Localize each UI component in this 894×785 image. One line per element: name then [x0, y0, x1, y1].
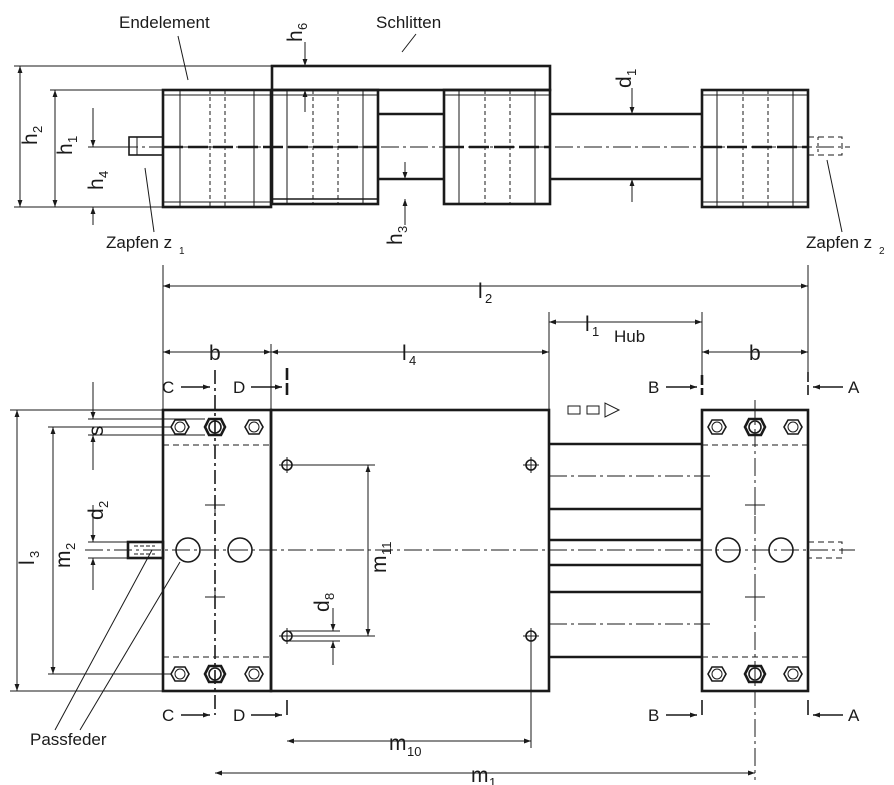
- svg-text:l: l: [16, 560, 39, 565]
- svg-text:2: 2: [30, 126, 45, 133]
- svg-text:1: 1: [179, 246, 185, 257]
- hex-nuts-bottom-left: [170, 664, 264, 684]
- section-b-top: B: [648, 378, 659, 397]
- svg-text:l: l: [402, 342, 407, 365]
- svg-text:3: 3: [395, 226, 410, 233]
- svg-text:m: m: [52, 551, 75, 569]
- svg-text:8: 8: [322, 593, 337, 600]
- stroke-direction-arrow: [567, 402, 621, 418]
- dim-m2: m 2: [52, 543, 78, 568]
- svg-text:Zapfen z: Zapfen z: [106, 233, 172, 252]
- svg-text:4: 4: [409, 353, 416, 368]
- dim-m11: m 11: [368, 542, 394, 574]
- end-element-right: [700, 88, 810, 209]
- dim-l1-hub: l 1 Hub: [585, 313, 645, 346]
- end-element-left: [161, 88, 273, 209]
- rod-circle-left-2: [227, 537, 253, 563]
- svg-text:6: 6: [295, 23, 310, 30]
- section-b-bottom: B: [648, 706, 659, 725]
- svg-text:s: s: [85, 426, 108, 437]
- label-schlitten: Schlitten: [376, 13, 441, 32]
- dim-b-left: b: [209, 342, 221, 365]
- dim-l3: l 3: [16, 551, 42, 565]
- svg-text:h: h: [384, 233, 407, 245]
- center-marks: [205, 495, 765, 607]
- svg-text:11: 11: [379, 542, 394, 556]
- plan-guide-rods: [549, 442, 710, 659]
- svg-text:d: d: [85, 508, 108, 520]
- label-hub: Hub: [614, 327, 645, 346]
- hex-nuts-top-left: [170, 417, 264, 437]
- dim-s: s: [85, 426, 108, 437]
- side-view: [14, 33, 850, 233]
- svg-text:h: h: [85, 178, 108, 190]
- dim-h2: h 2: [19, 126, 45, 145]
- mounting-holes: [279, 457, 539, 644]
- dim-d1: d 1: [613, 69, 639, 88]
- svg-text:m: m: [368, 556, 391, 574]
- svg-text:3: 3: [27, 551, 42, 558]
- dim-h3: h 3: [384, 226, 410, 245]
- svg-text:2: 2: [63, 543, 78, 550]
- key-right: [807, 541, 843, 559]
- svg-text:2: 2: [879, 246, 885, 257]
- svg-text:Zapfen z: Zapfen z: [806, 233, 872, 252]
- svg-text:10: 10: [407, 744, 421, 759]
- dim-m1: m 1: [471, 764, 496, 785]
- svg-text:h: h: [54, 143, 77, 155]
- dim-l4: l 4: [402, 342, 416, 368]
- label-zapfen-z1: Zapfen z 1: [106, 233, 185, 257]
- rod-circle-right-2: [768, 537, 794, 563]
- trunnion-z2: [807, 136, 843, 156]
- dim-h6: h 6: [284, 23, 310, 42]
- label-zapfen-z2: Zapfen z 2: [806, 233, 885, 257]
- side-view-labels: Endelement Schlitten h 6 h 2 h 1 h 4 h 3…: [19, 13, 885, 257]
- svg-text:d: d: [311, 600, 334, 612]
- svg-text:l: l: [585, 313, 590, 336]
- svg-text:d: d: [613, 76, 636, 88]
- label-passfeder: Passfeder: [30, 730, 107, 749]
- svg-text:1: 1: [65, 136, 80, 143]
- svg-text:1: 1: [489, 775, 496, 785]
- dim-h1: h 1: [54, 136, 80, 155]
- svg-text:h: h: [19, 133, 42, 145]
- svg-text:m: m: [471, 764, 489, 785]
- svg-text:l: l: [478, 280, 483, 303]
- trunnion-z1: [128, 136, 164, 156]
- section-d-bottom: D: [233, 706, 245, 725]
- slide-top-plate: [270, 64, 552, 92]
- section-a-bottom: A: [848, 706, 860, 725]
- dim-d2: d 2: [85, 501, 111, 520]
- svg-text:1: 1: [592, 324, 599, 339]
- dim-h4: h 4: [85, 171, 111, 190]
- hex-nuts-bottom-right: [707, 664, 803, 684]
- svg-text:2: 2: [485, 291, 492, 306]
- key-left: [126, 540, 165, 560]
- svg-text:2: 2: [96, 501, 111, 508]
- label-endelement: Endelement: [119, 13, 210, 32]
- svg-text:m: m: [389, 732, 407, 755]
- rod-circle-left-1: [175, 537, 201, 563]
- dim-m10: m 10: [389, 732, 421, 759]
- svg-text:4: 4: [96, 171, 111, 178]
- svg-text:1: 1: [624, 69, 639, 76]
- dim-d8: d 8: [311, 593, 337, 612]
- svg-text:h: h: [284, 30, 307, 42]
- section-c-bottom: C: [162, 706, 174, 725]
- rod-circle-right-1: [715, 537, 741, 563]
- dim-l2: l 2: [478, 280, 492, 306]
- section-a-top: A: [848, 378, 860, 397]
- section-d-top: D: [233, 378, 245, 397]
- dim-b-right: b: [749, 342, 761, 365]
- plan-view-labels: l 2 l 1 Hub b l 4 b C D B A C D B A l 3 …: [16, 280, 860, 785]
- plan-view: [10, 265, 855, 780]
- section-c-top: C: [162, 378, 174, 397]
